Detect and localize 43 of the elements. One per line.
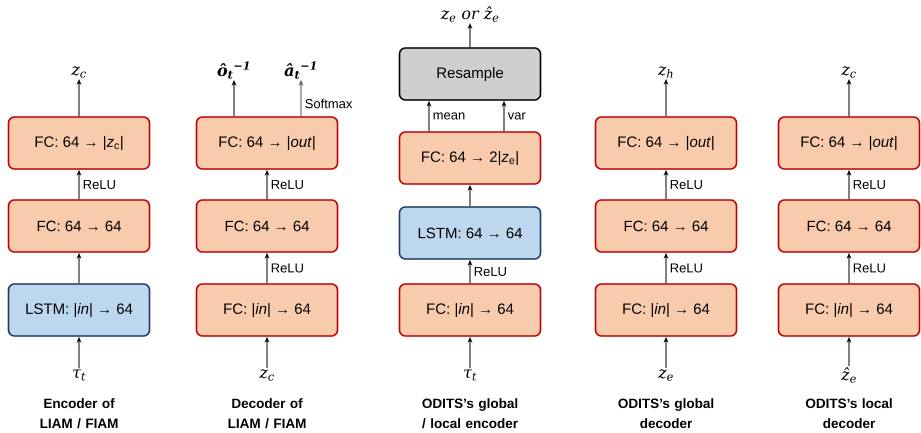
layer-box: FC: |in| → 64 (778, 283, 920, 337)
variable-symbol: â$_{t}$−1 (284, 61, 316, 79)
edge-label: ReLU (269, 178, 306, 191)
variable-symbol: z$_{e}$ or ẑ$_{e}$ (440, 6, 498, 22)
layer-box: FC: 64 → |out| (594, 116, 738, 170)
layer-box: FC: 64 → 2|z$_{e}$| (398, 131, 542, 185)
layer-box: Resample (398, 47, 542, 101)
caption: Encoder of LIAM / FIAM (40, 398, 118, 428)
variable-symbol: z$_{c}$ (71, 66, 86, 78)
layer-box: FC: 64 → 64 (196, 199, 338, 253)
caption: ODITS’s local decoder (806, 398, 892, 428)
layer-box: FC: |in| → 64 (398, 283, 542, 337)
variable-symbol: ẑ$_{e}$ (841, 367, 856, 383)
variable-symbol: ô$_{t}$−1 (218, 61, 249, 79)
layer-box: FC: 64 → |out| (778, 116, 920, 170)
edge-label: ReLU (851, 262, 888, 274)
layer-box: FC: 64 → |out| (196, 116, 338, 170)
variable-symbol: τ$_{t}$ (464, 369, 476, 381)
layer-box: LSTM: |in| → 64 (8, 283, 150, 337)
caption: ODITS’s global / local encoder (422, 398, 518, 428)
edge-label: ReLU (269, 262, 306, 274)
layer-box: LSTM: 64 → 64 (398, 206, 542, 260)
caption: Decoder of LIAM / FIAM (228, 398, 306, 428)
layer-box: FC: 64 → |z$_{c}$| (8, 116, 150, 170)
layer-box: FC: 64 → 64 (8, 199, 150, 253)
layer-box: FC: |in| → 64 (594, 283, 738, 337)
edge-label: ReLU (472, 265, 508, 278)
variable-symbol: z$_{c}$ (841, 66, 856, 78)
layer-box: FC: |in| → 64 (196, 283, 338, 337)
variable-symbol: z$_{e}$ (658, 369, 673, 381)
edge-label: var (506, 110, 528, 122)
layer-box: FC: 64 → 64 (594, 199, 738, 253)
variable-symbol: z$_{c}$ (259, 369, 274, 381)
edge-label: mean (431, 110, 467, 122)
edge-label: ReLU (668, 178, 704, 191)
edge-label: ReLU (81, 178, 118, 191)
edge-label: Softmax (303, 97, 354, 110)
edge-label: ReLU (668, 262, 704, 274)
layer-box: FC: 64 → 64 (778, 199, 920, 253)
edge-label: ReLU (851, 178, 888, 191)
caption: ODITS’s global decoder (618, 398, 714, 428)
variable-symbol: τ$_{t}$ (73, 369, 86, 381)
variable-symbol: z$_{h}$ (658, 66, 673, 78)
